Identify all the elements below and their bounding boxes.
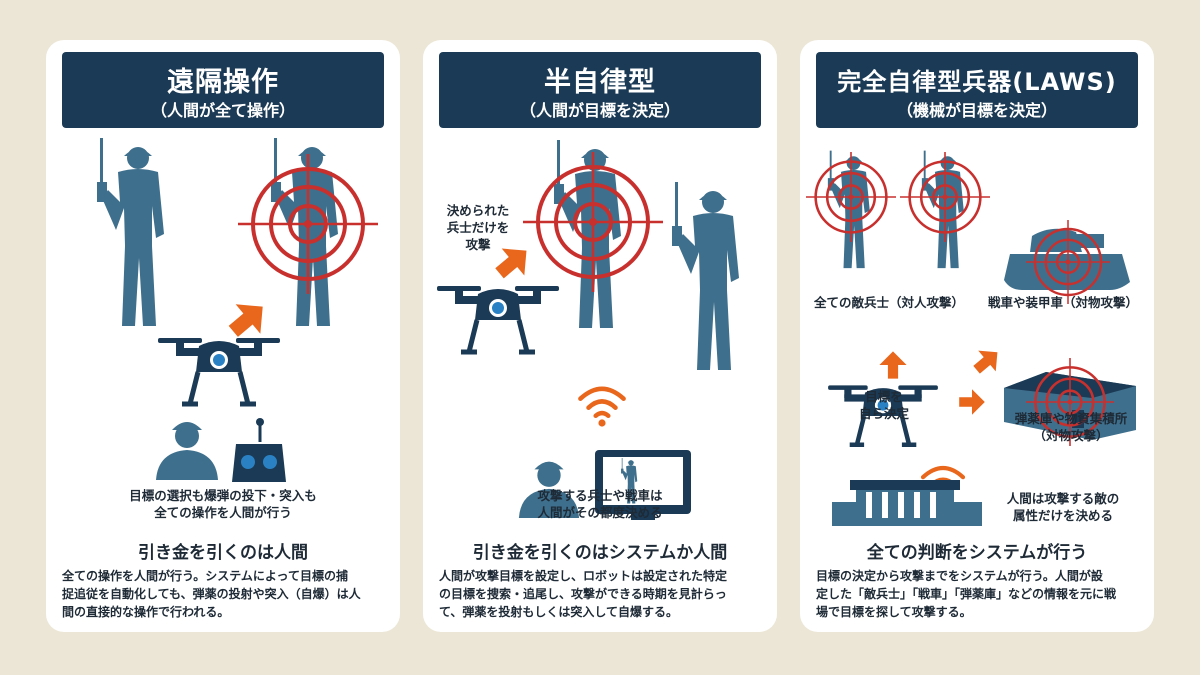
panel-header: 遠隔操作 （人間が全て操作）: [62, 52, 384, 128]
arrow-icon: [879, 351, 907, 379]
target-reticle-icon: [238, 154, 378, 294]
panel-title: 完全自律型兵器(LAWS): [837, 68, 1117, 96]
illustration-caption: 人間は攻撃する敵の 属性だけを決める: [1006, 491, 1120, 523]
panel-fully-autonomous: 完全自律型兵器(LAWS) （機械が目標を決定）: [800, 40, 1154, 632]
drone-caption: 決められた 兵士だけを 攻撃: [446, 203, 510, 252]
panel-subtitle: （機械が目標を決定）: [896, 101, 1057, 120]
panel-title: 遠隔操作: [167, 67, 279, 98]
target-reticle-icon: [1026, 220, 1110, 304]
panel-description: 目標の決定から攻撃までをシステムが行う。人間が設 定した「敵兵士」「戦車」「弾薬…: [816, 569, 1117, 619]
panel-remote-operation: 遠隔操作 （人間が全て操作） 目標の選択も爆弾の投下・突入も 全ての操作を人間が…: [46, 40, 400, 632]
drone-icon: [158, 338, 280, 404]
controller-icon: [232, 418, 286, 482]
panel-title: 半自律型: [544, 67, 656, 98]
arrow-icon: [967, 341, 1007, 381]
target-reticle-icon: [523, 152, 663, 292]
panel-heading: 引き金を引くのはシステムか人間: [472, 543, 728, 563]
depot-target-caption: 弾薬庫や物資集積所 （対物攻撃）: [1014, 411, 1128, 443]
building-icon: [832, 480, 982, 526]
soldier-target-caption: 全ての敵兵士（対人攻撃）: [814, 295, 965, 310]
panel-semi-autonomous: 半自律型 （人間が目標を決定） 決められた 兵士だけを 攻撃 攻撃する兵士や戦車…: [423, 40, 777, 632]
monitor-icon: [595, 450, 691, 520]
soldier-icon: [271, 138, 338, 326]
fully-autonomous-illustration: [806, 150, 1136, 526]
panel-description: 人間が攻撃目標を設定し、ロボットは設定された特定 の目標を捜索・追尾し、攻撃がで…: [439, 569, 728, 619]
remote-operation-illustration: [97, 138, 378, 482]
soldier-icon: [97, 138, 164, 326]
arrow-icon: [220, 291, 276, 347]
soldier-icon: [672, 182, 739, 370]
drone-caption: 目標を 自ら決定: [858, 389, 909, 421]
panel-heading: 全ての判断をシステムが行う: [866, 543, 1088, 563]
target-reticle-icon: [806, 152, 896, 242]
panel-header: 半自律型 （人間が目標を決定）: [439, 52, 761, 128]
operator-icon: [156, 422, 218, 480]
panel-header: 完全自律型兵器(LAWS) （機械が目標を決定）: [816, 52, 1138, 128]
drone-icon: [437, 286, 559, 352]
illustration-caption: 目標の選択も爆弾の投下・突入も 全ての操作を人間が行う: [129, 488, 317, 520]
target-reticle-icon: [900, 152, 990, 242]
illustration-caption: 攻撃する兵士や戦車は 人間がその都度決める: [537, 488, 663, 520]
arrow-icon: [959, 389, 985, 415]
tank-target-caption: 戦車や装甲車（対物攻撃）: [988, 295, 1139, 310]
panel-subtitle: （人間が目標を決定）: [519, 101, 680, 120]
panel-description: 全ての操作を人間が行う。システムによって目標の捕 捉追従を自動化しても、弾薬の投…: [62, 569, 361, 619]
semi-autonomous-illustration: [423, 140, 739, 520]
panel-subtitle: （人間が全て操作）: [150, 101, 295, 120]
tank-icon: [1004, 228, 1130, 290]
wifi-icon: [580, 389, 623, 427]
panel-heading: 引き金を引くのは人間: [138, 543, 308, 563]
